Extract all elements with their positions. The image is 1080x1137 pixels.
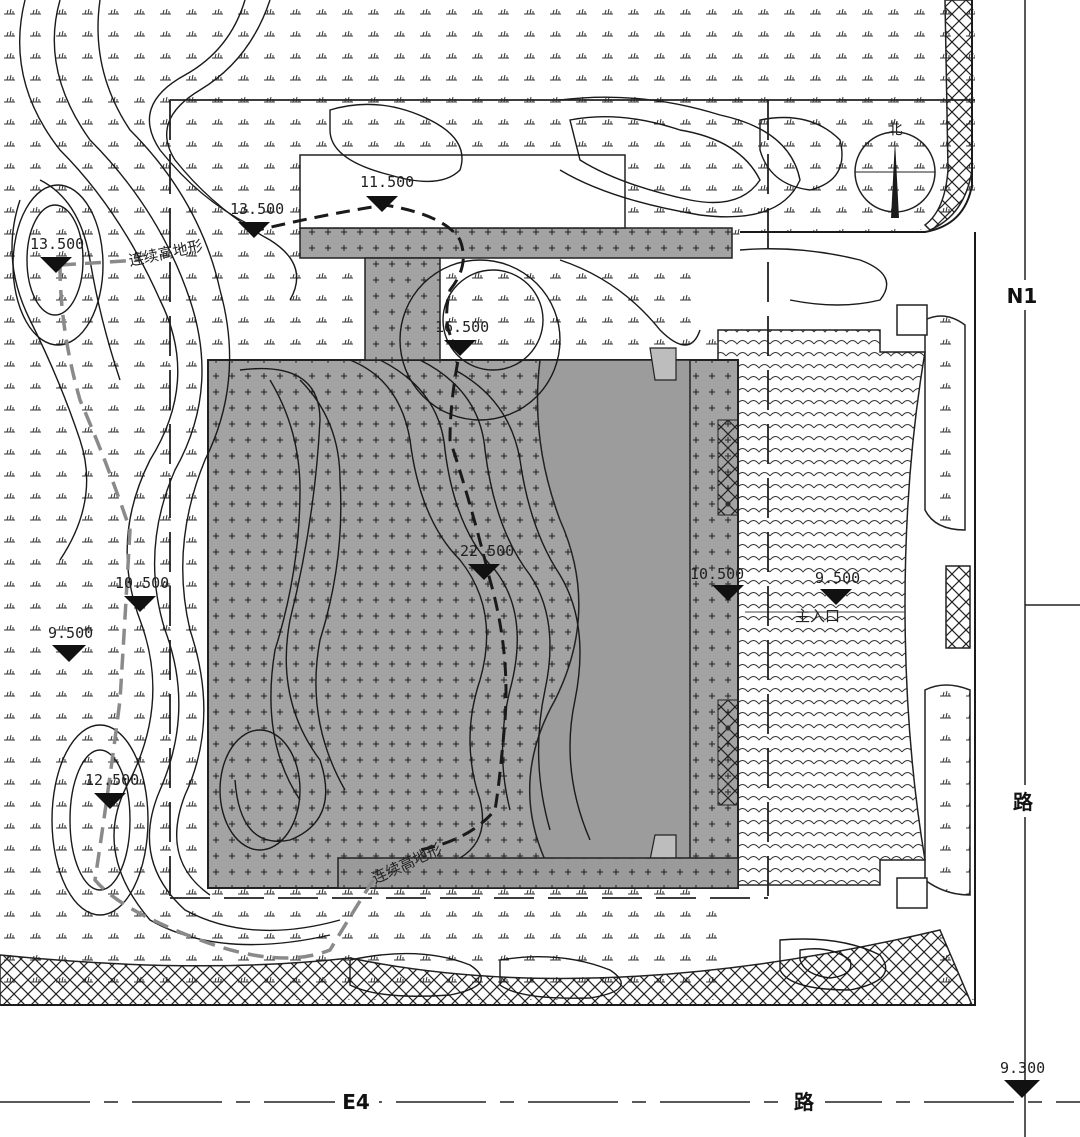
elevation-marker: 9.500 [48,624,93,662]
north-label: 北 [887,120,902,138]
elevation-value: 11.500 [360,173,414,191]
elevation-value: 13.500 [230,200,284,218]
north-arrow-icon: 北 [854,120,936,218]
elevation-marker: 9.300 [1000,1059,1045,1098]
elevation-markers: 13.500 13.500 11.500 16.500 22.500 10.50… [30,173,1045,1098]
elevation-marker: 10.500 [690,565,744,601]
elevation-value: 9.500 [48,624,93,642]
elevation-marker: 13.500 [230,200,284,238]
building-mass [207,154,739,889]
elevation-marker: 22.500 [460,542,514,580]
road-n1-suffix: 路 [1013,790,1034,814]
entrance-plaza [717,304,971,909]
elevation-marker: 10.500 [115,574,169,612]
elevation-value: 16.500 [435,318,489,336]
road-e4-suffix: 路 [794,1090,815,1114]
road-n1-label: N1 [1007,284,1038,308]
elevation-marker: 11.500 [360,173,414,212]
elevation-marker: 13.500 [30,235,84,273]
ridge-paths [58,203,508,960]
site-boundary [0,0,976,1006]
elevation-value: 10.500 [690,565,744,583]
elevation-marker: 12.500 [85,771,139,809]
road-names: N1 路 E4 路 [335,280,1047,1116]
elevation-value: 12.500 [85,771,139,789]
main-entrance-label: 主入口 [795,607,840,625]
elevation-value: 10.500 [115,574,169,592]
road-e4-label: E4 [342,1090,370,1114]
elevation-value: 9.500 [815,569,860,587]
elevation-value: 22.500 [460,542,514,560]
contour-lines [11,0,888,999]
elevation-marker: 16.500 [435,318,489,356]
elevation-value: 9.300 [1000,1059,1045,1077]
grid-lines [169,99,975,900]
elevation-marker: 9.500 [815,569,860,605]
paving-strips [0,0,974,1006]
elevation-value: 13.500 [30,235,84,253]
